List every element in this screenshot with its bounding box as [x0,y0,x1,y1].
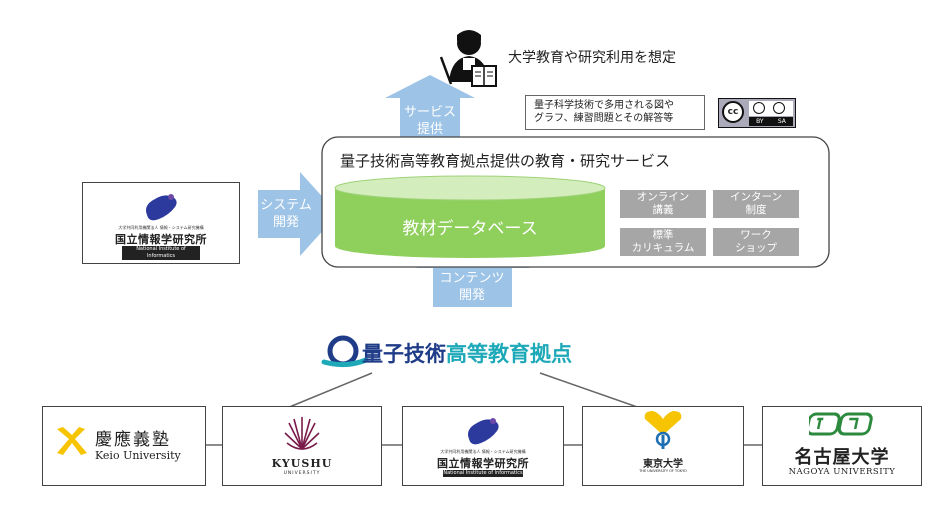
nii-logo-icon-bottom [468,418,499,445]
tokyo-name: 東京大学 [643,459,683,470]
nii-top-line-bottom: 大学共同利用機関法人 情報・システム研究機構 [440,449,526,454]
center-logo-part1: 量子技術 [362,342,446,366]
content-arrow-label: コンテンツ開発 [439,271,505,303]
license-sa: SA [777,118,786,125]
service-arrow-label: サービス提供 [403,105,456,137]
note-line-2: グラフ、練習問題とその解答等 [534,113,674,124]
note-box: 量子科学技術で多用される図や グラフ、練習問題とその解答等 [525,95,705,130]
cc-icon: cc [722,101,744,123]
teacher-icon [439,30,497,87]
tokyo-logo-box: 東京大学 THE UNIVERSITY OF TOKYO [582,406,744,486]
nii-logo-box-bottom: 大学共同利用機関法人 情報・システム研究機構 国立情報学研究所 National… [402,406,564,486]
keio-english: Keio University [95,449,181,462]
system-arrow-label: システム開発 [260,198,312,230]
keio-pen-icon [57,427,87,455]
by-sa-icons [749,101,793,116]
database-cylinder-body [335,188,605,258]
kyushu-logo-box: KYUSHU UNIVERSITY [222,406,382,486]
note-line-1: 量子科学技術で多用される図や [534,100,674,111]
nii-english-bottom: National Institute of Informatics [443,470,523,477]
keio-logo-box: 慶應義塾 Keio University [42,406,206,486]
kyushu-sub: UNIVERSITY [283,471,321,476]
database-label: 教材データベース [402,219,538,239]
target-users-label: 大学教育や研究利用を想定 [508,50,676,66]
tile-online-lecture: オンライン講義 [620,190,706,218]
service-arrow [385,75,475,140]
nii-english: National Institute of Informatics [122,246,200,260]
keio-name: 慶應義塾 [95,430,171,450]
tile-curriculum: 標準カリキュラム [620,228,706,256]
license-labels: BY SA [749,117,793,126]
tile-workshop: ワークショップ [713,228,799,256]
tile-internship: インターン制度 [713,190,799,218]
system-arrow [258,172,338,256]
database-cylinder-top [334,175,606,201]
nagoya-logo-box: 名古屋大学 NAGOYA UNIVERSITY [762,406,922,486]
nii-name-bottom: 国立情報学研究所 [437,457,529,470]
kyushu-pine-icon [284,417,320,450]
license-by: BY [756,118,764,125]
share-alike-icon [773,102,785,114]
quantum-logo-icon [321,335,369,368]
connector-tokyo [539,372,641,409]
kyushu-name: KYUSHU [271,457,333,470]
tokyo-english: THE UNIVERSITY OF TOKYO [639,469,687,473]
nagoya-name: 名古屋大学 [794,447,890,468]
cc-license-badge: cc BY SA [718,98,796,128]
hub-title: 量子技術高等教育拠点提供の教育・研究サービス [340,152,671,170]
nii-logo-icon [146,194,177,221]
attribution-icon [753,102,765,114]
nagoya-english: NAGOYA UNIVERSITY [788,467,896,477]
nii-name: 国立情報学研究所 [115,233,207,246]
nagoya-emblem-icon [809,412,873,436]
center-logo-part2: 高等教育拠点 [446,342,572,366]
connector-kyushu [286,372,373,409]
nii-top-line: 大学共同利用機関法人 情報・システム研究機構 [118,225,204,230]
ginkgo-leaf-icon [644,411,682,449]
nii-logo-box: 大学共同利用機関法人 情報・システム研究機構 国立情報学研究所 National… [82,182,240,264]
center-logo-text: 量子技術高等教育拠点 [362,338,572,368]
